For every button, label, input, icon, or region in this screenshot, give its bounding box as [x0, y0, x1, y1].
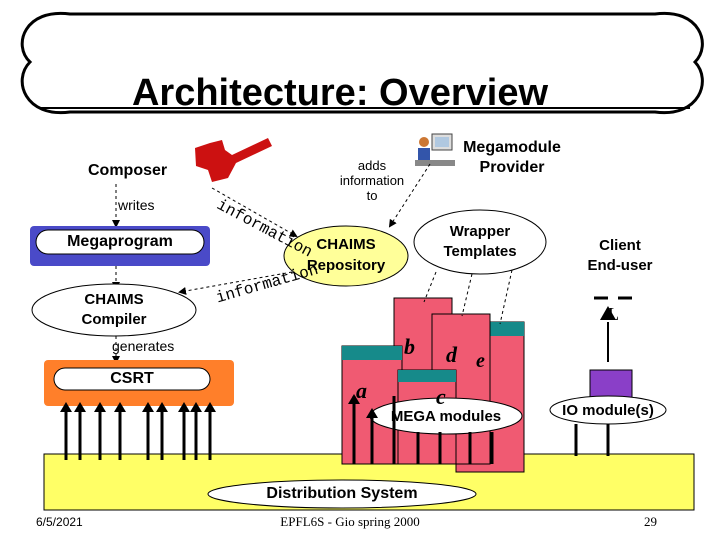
to-line: to [366, 188, 378, 203]
title-bone-shape [20, 11, 704, 115]
adds-line: adds [357, 158, 387, 173]
wrapper-templates-label: Wrapper Templates [424, 220, 536, 264]
chaims-compiler-ellipse [31, 283, 197, 337]
wrapper-line: Wrapper [449, 223, 511, 240]
footer-course: EPFL6S - Gio spring 2000 [280, 514, 420, 529]
mega-modules-label: MEGA modules [390, 407, 502, 425]
megamodule-line: Megamodule [463, 139, 561, 156]
footer-page-number: 29 [644, 514, 657, 529]
enduser-line: End-user [587, 257, 653, 274]
mega-module-blocks [341, 297, 525, 473]
composer-pointer-icon [195, 138, 272, 182]
chaims-repository-line2: Repository [306, 257, 386, 274]
chaims-compiler-line2: Compiler [81, 311, 147, 328]
module-e-label: e [476, 350, 485, 372]
information-line: information [339, 173, 405, 188]
megaprogram-label: Megaprogram [67, 233, 173, 250]
chaims-compiler-label: CHAIMS Compiler [50, 288, 178, 332]
megamodule-provider-label: Megamodule Provider [452, 138, 572, 178]
io-modules-label: IO module(s) [562, 401, 654, 419]
writes-label: writes [118, 197, 155, 213]
wrapper-templates-ellipse [413, 209, 547, 275]
chaims-repository-label: CHAIMS Repository [290, 232, 402, 278]
chaims-repository-ellipse [283, 225, 409, 287]
module-a-label: a [356, 378, 367, 403]
page-title: Architecture: Overview [131, 72, 549, 114]
module-b-label: b [404, 334, 415, 359]
end-user-face-icon: L [594, 296, 632, 324]
module-d-label: d [446, 342, 457, 367]
composer-label: Composer [88, 162, 168, 179]
module-connector-lines [348, 394, 494, 464]
adds-information-label: adds information to [322, 158, 422, 203]
workstation-icon [415, 133, 455, 166]
module-c-label: c [436, 384, 446, 409]
templates-line: Templates [443, 243, 517, 260]
provider-line: Provider [479, 159, 545, 176]
client-enduser-label: Client End-user [570, 236, 670, 276]
csrt-label: CSRT [110, 370, 154, 387]
distribution-system-ellipse [207, 479, 477, 509]
distribution-system-label: Distribution System [266, 485, 418, 502]
chaims-repository-line1: CHAIMS [316, 236, 376, 253]
svg-text:L: L [608, 304, 619, 324]
generates-label: generates [112, 338, 175, 354]
csrt-connector-arrows [60, 402, 216, 460]
chaims-compiler-line1: CHAIMS [84, 291, 144, 308]
client-line: Client [599, 237, 641, 254]
footer-date: 6/5/2021 [36, 515, 83, 529]
